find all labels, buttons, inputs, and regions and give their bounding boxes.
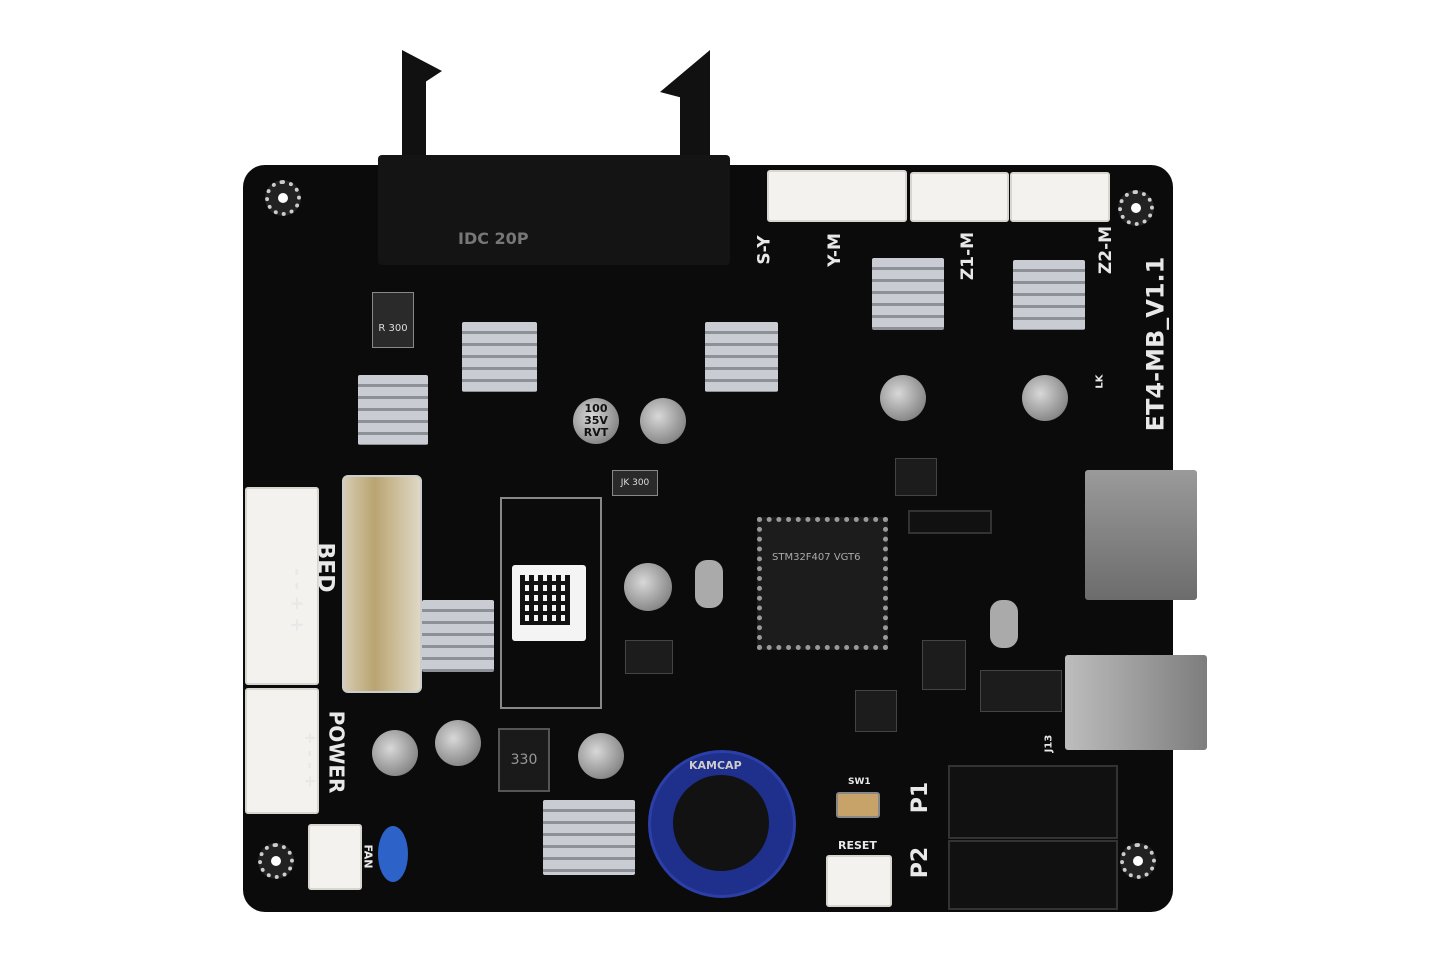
heatsink xyxy=(358,375,428,445)
inductor-label: 330 xyxy=(510,752,538,768)
heatsink xyxy=(462,322,537,392)
board-model-label: ET4-MB_V1.1 xyxy=(1141,256,1170,432)
usb-b-port xyxy=(1065,655,1207,750)
mcu-label: STM32F407 VGT6 xyxy=(772,552,861,563)
mounting-hole xyxy=(265,180,301,216)
label-reset: RESET xyxy=(838,839,877,852)
ic-chip xyxy=(980,670,1062,712)
reset-button[interactable] xyxy=(836,792,880,818)
ic-chip xyxy=(895,458,937,496)
heatsink xyxy=(1013,260,1085,330)
label-lk: LK xyxy=(1094,374,1106,389)
capacitor xyxy=(880,375,926,421)
label-power: POWER xyxy=(324,710,349,794)
connector-bed xyxy=(245,487,319,685)
bulk-capacitor-label: KAMCAP xyxy=(689,759,742,772)
capacitor xyxy=(1022,375,1068,421)
header-p2 xyxy=(948,840,1118,910)
label-z1-m: Z1-M xyxy=(958,231,979,281)
label-j13: J13 xyxy=(1043,734,1055,753)
capacitor xyxy=(624,563,672,611)
connector-z1 xyxy=(910,172,1009,222)
smd-fuse: JK 300 xyxy=(612,470,658,496)
sd-card-slot xyxy=(1085,470,1197,600)
label-bed-polarity: - - + + xyxy=(286,568,308,633)
heatsink xyxy=(422,600,494,672)
fuse xyxy=(342,475,422,693)
ribbon-latch-left xyxy=(402,50,442,155)
connector-j23 xyxy=(826,855,892,907)
header-p1 xyxy=(948,765,1118,839)
qr-label xyxy=(512,565,586,641)
label-bed: BED xyxy=(312,542,338,593)
ic-chip xyxy=(855,690,897,732)
heatsink xyxy=(872,258,944,330)
label-s-y: S-Y xyxy=(754,235,775,265)
voltage-regulator xyxy=(625,640,673,674)
blue-capacitor xyxy=(378,826,408,882)
bulk-capacitor: KAMCAP xyxy=(648,750,796,898)
capacitor xyxy=(372,730,418,776)
inductor: 330 xyxy=(498,728,550,792)
capacitor xyxy=(578,733,624,779)
connector-power xyxy=(245,688,319,814)
mounting-hole xyxy=(1120,843,1156,879)
capacitor xyxy=(435,720,481,766)
label-fan: FAN xyxy=(361,844,375,869)
mcu-chip: STM32F407 VGT6 xyxy=(757,517,888,650)
label-p2: P2 xyxy=(908,846,934,879)
mounting-hole xyxy=(1118,190,1154,226)
ic-chip xyxy=(922,640,966,690)
jumper-header xyxy=(908,510,992,534)
capacitor-label: 100 35V RVT xyxy=(583,402,609,439)
mounting-hole xyxy=(258,843,294,879)
crystal xyxy=(990,600,1018,648)
heatsink xyxy=(705,322,778,392)
label-z2-m: Z2-M xyxy=(1096,225,1117,275)
label-power-polarity: + - - + xyxy=(300,731,320,788)
connector-z2 xyxy=(1010,172,1110,222)
power-resistor-label: R 300 xyxy=(378,323,408,334)
ribbon-connector-label: IDC 20P xyxy=(458,229,529,248)
connector-fan xyxy=(308,824,362,890)
label-sw1: SW1 xyxy=(848,777,871,787)
crystal xyxy=(695,560,723,608)
capacitor xyxy=(640,398,686,444)
connector-s-y xyxy=(767,170,907,222)
smd-fuse-label: JK 300 xyxy=(620,478,650,488)
label-y-m: Y-M xyxy=(824,233,845,267)
ribbon-connector: IDC 20P xyxy=(378,155,730,265)
heatsink xyxy=(543,800,635,875)
label-p1: P1 xyxy=(908,781,934,814)
ribbon-latch-right xyxy=(660,50,710,155)
capacitor: 100 35V RVT xyxy=(573,398,619,444)
power-resistor: R 300 xyxy=(372,292,414,348)
